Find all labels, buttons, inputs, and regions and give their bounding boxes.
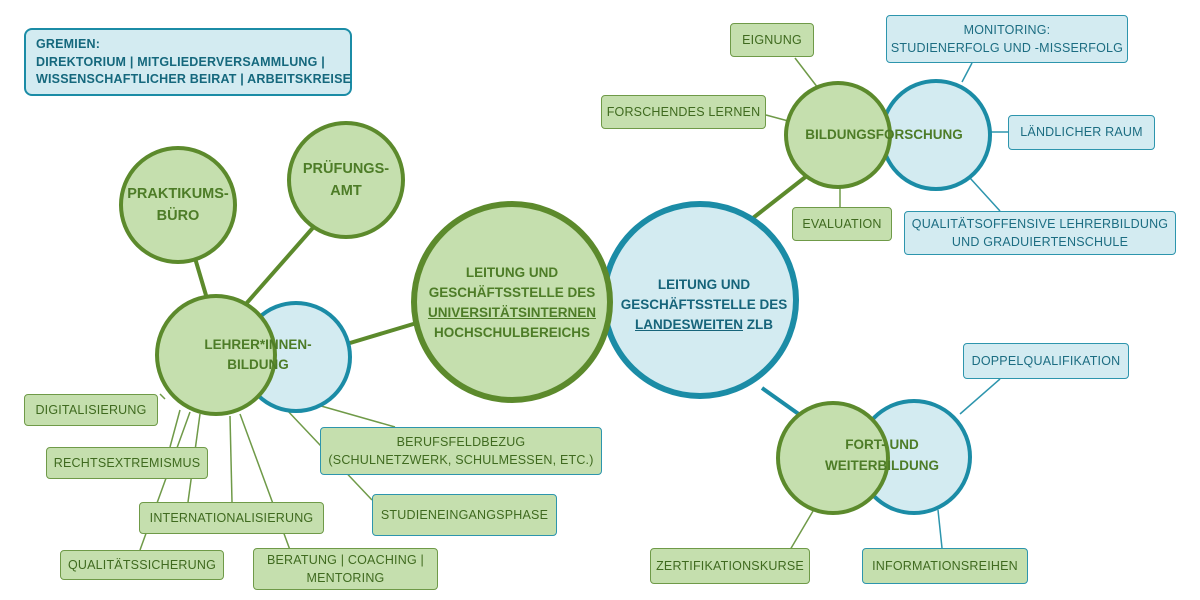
monitoring-box[interactable]: MONITORING: STUDIENERFOLG UND -MISSERFOL…	[886, 15, 1128, 63]
fort-green-circle[interactable]	[776, 401, 890, 515]
studieneingang-box[interactable]: STUDIENEINGANGSPHASE	[372, 494, 557, 536]
eignung-box[interactable]: EIGNUNG	[730, 23, 814, 57]
connector-informationsreihen	[937, 509, 943, 549]
zertifikationskurse-box[interactable]: ZERTIFIKATIONSKURSE	[650, 548, 810, 584]
gremien-box: GREMIEN: DIREKTORIUM | MITGLIEDERVERSAMM…	[24, 28, 352, 96]
center-blue-label: LEITUNG UND GESCHÄFTSSTELLE DES LANDESWE…	[620, 276, 788, 333]
praktikum-label: PRAKTIKUMS- BÜRO	[127, 186, 229, 224]
connector-qualitaetsoffensive	[969, 177, 1001, 212]
pruefung-circle[interactable]	[287, 121, 405, 239]
connector-digitalisierung	[159, 393, 166, 400]
bildung-label: BILDUNGSFORSCHUNG	[805, 126, 963, 142]
connector-zertifikat	[789, 505, 817, 551]
forschendes-lernen-box[interactable]: FORSCHENDES LERNEN	[601, 95, 766, 129]
connector-center-lehrer	[339, 320, 421, 348]
lehrer-label: LEHRER*INNEN- BILDUNG	[204, 336, 312, 372]
connector-eignung	[794, 57, 819, 89]
pruefung-label: PRÜFUNGS- AMT	[302, 161, 390, 199]
digitalisierung-box[interactable]: DIGITALISIERUNG	[24, 394, 158, 426]
gremien-line-3: WISSENSCHAFTLICHER BEIRAT | ARBEITSKREIS…	[36, 72, 352, 86]
connector-doppel	[959, 378, 1001, 415]
doppelqualifikation-box[interactable]: DOPPELQUALIFIKATION	[963, 343, 1129, 379]
rechtsextremismus-box[interactable]: RECHTSEXTREMISMUS	[46, 447, 208, 479]
gremien-title: GREMIEN:	[36, 37, 101, 51]
connector-center-fort	[760, 386, 802, 417]
laendlicher-raum-box[interactable]: LÄNDLICHER RAUM	[1008, 115, 1155, 150]
beratung-box[interactable]: BERATUNG | COACHING | MENTORING	[253, 548, 438, 590]
center-green-circle[interactable]	[411, 201, 613, 403]
connector-center-bildung	[751, 173, 810, 220]
bildung-green-circle[interactable]	[784, 81, 892, 189]
connector-monitoring	[961, 62, 973, 83]
center-green-label: LEITUNG UND GESCHÄFTSSTELLE DES UNIVERSI…	[427, 264, 596, 341]
connector-pruefung-lehrer	[243, 220, 320, 307]
fort-label: FORT- UND WEITERBILDUNG	[825, 437, 939, 473]
informationsreihen-box[interactable]: INFORMATIONSREIHEN	[862, 548, 1028, 584]
berufsfeld-box[interactable]: BERUFSFELDBEZUG (SCHULNETZWERK, SCHULMES…	[320, 427, 602, 475]
connector-internationalisierung-b	[229, 415, 233, 503]
praktikum-circle[interactable]	[119, 146, 237, 264]
lehrer-green-circle[interactable]	[155, 294, 277, 416]
evaluation-box[interactable]: EVALUATION	[792, 207, 892, 241]
gremien-line-2: DIREKTORIUM | MITGLIEDERVERSAMMLUNG |	[36, 54, 325, 69]
connector-rechtsextremismus	[169, 409, 181, 448]
qualitaetsoffensive-box[interactable]: QUALITÄTSOFFENSIVE LEHRERBILDUNG UND GRA…	[904, 211, 1176, 255]
internationalisierung-box[interactable]: INTERNATIONALISIERUNG	[139, 502, 324, 534]
qualitaetssicherung-box[interactable]: QUALITÄTSSICHERUNG	[60, 550, 224, 580]
